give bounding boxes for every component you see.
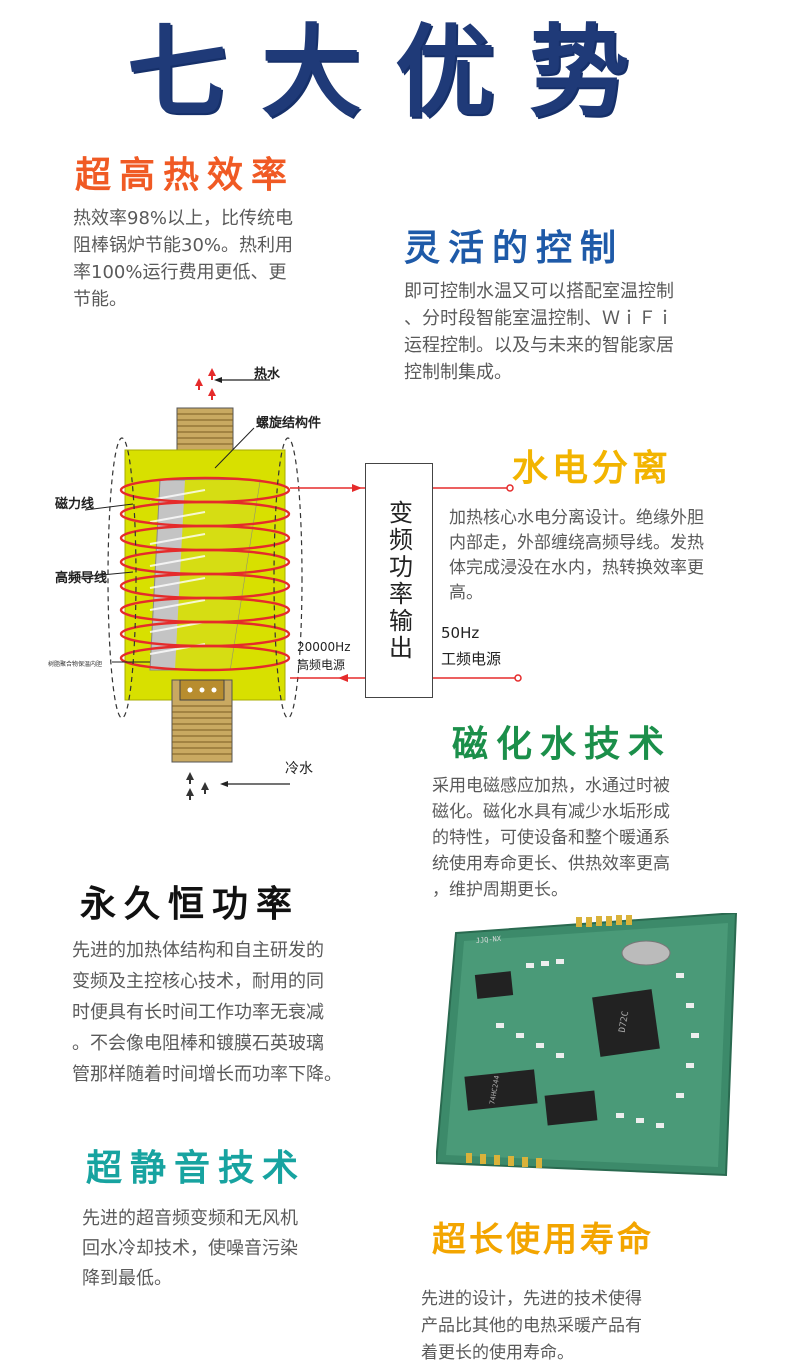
- silent-heading: 超静音技术: [86, 1148, 307, 1189]
- efficiency-heading: 超高热效率: [75, 155, 296, 196]
- converter-label: 变频功率输出: [384, 499, 413, 662]
- mains-label: 工频电源: [441, 650, 502, 668]
- insulation-label: 树脂聚合物保温内胆: [48, 661, 103, 668]
- control-text: 即可控制水温又可以搭配室温控制 、分时段智能室温控制、ＷｉＦｉ 运程控制。以及与…: [404, 281, 674, 383]
- spiral-label: 螺旋结构件: [256, 416, 322, 431]
- cold-water-arrows: [186, 772, 209, 800]
- hz-low-label: 50Hz: [441, 624, 480, 642]
- hz-high-label: 20000Hz: [297, 640, 351, 654]
- hf-wire-label: 高频导线: [55, 571, 108, 586]
- magnetize-text: 采用电磁感应加热，水通过时被 磁化。磁化水具有减少水垢形成 的特性，可使设备和整…: [432, 776, 670, 900]
- circuit-board-image: D72C 74HC244 JJQ-NX: [436, 913, 738, 1177]
- chip-mid-label: D72C: [618, 1010, 632, 1033]
- hot-water-label: 热水: [254, 367, 281, 382]
- page-title: 七大优势: [127, 14, 663, 131]
- separation-text: 加热核心水电分离设计。绝缘外胆 内部走，外部缠绕高频导线。发热 体完成浸没在水内…: [449, 508, 704, 603]
- power-heading: 永久恒功率: [80, 884, 301, 925]
- hot-water-arrows: [195, 368, 216, 400]
- control-heading: 灵活的控制: [404, 228, 625, 269]
- converter-box: 变频功率输出: [365, 463, 433, 698]
- magnetize-heading: 磁化水技术: [452, 724, 673, 765]
- power-text: 先进的加热体结构和自主研发的 变频及主控核心技术，耐用的同 时便具有长时间工作功…: [72, 940, 342, 1085]
- efficiency-text: 热效率98%以上，比传统电 阻棒锅炉节能30%。热利用 率100%运行费用更低、…: [73, 208, 294, 310]
- lifespan-heading: 超长使用寿命: [432, 1220, 654, 1260]
- silent-text: 先进的超音频变频和无风机 回水冷却技术，使噪音污染 降到最低。: [82, 1208, 298, 1289]
- hf-power-label: 高频电源: [297, 658, 346, 672]
- coil-icon: [119, 476, 291, 672]
- heater-diagram: [69, 368, 522, 800]
- separation-heading: 水电分离: [512, 448, 673, 489]
- magnetic-line-label: 磁力线: [55, 497, 95, 512]
- lifespan-text: 先进的设计，先进的技术使得 产品比其他的电热采暖产品有 着更长的使用寿命。: [421, 1289, 642, 1363]
- chip-top-label: JJQ-NX: [475, 935, 502, 945]
- cold-water-label: 冷水: [285, 761, 313, 777]
